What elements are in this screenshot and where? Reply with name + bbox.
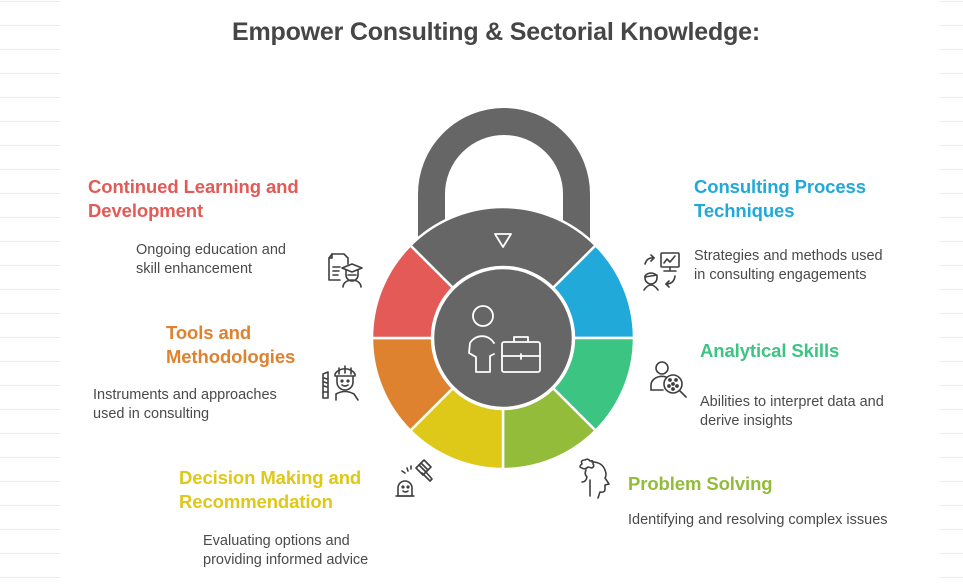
item-analytical-skills: Analytical Skills Abilities to interpret… <box>700 339 884 429</box>
item-description: Instruments and approaches used in consu… <box>93 386 277 423</box>
description-line: Strategies and methods used <box>694 248 883 264</box>
description-line: used in consulting <box>93 405 210 422</box>
heading-line: Consulting Process <box>694 176 866 197</box>
description-line: Instruments and approaches <box>93 387 277 403</box>
consultant-with-briefcase-icon <box>468 305 541 373</box>
padlock-shackle <box>418 108 590 250</box>
item-heading: Problem Solving <box>628 472 773 496</box>
heading-line: Continued Learning and <box>88 176 299 197</box>
heading-line: Methodologies <box>166 346 296 367</box>
item-tools-methodologies: Tools and Methodologies Instruments and … <box>93 321 295 422</box>
judge-gavel-icon <box>395 459 433 497</box>
heading-line: Recommendation <box>179 491 333 512</box>
item-description: Abilities to interpret data and derive i… <box>700 393 884 430</box>
right-edge-guidelines <box>939 0 963 587</box>
person-data-search-icon <box>650 361 687 398</box>
center-hub <box>431 266 575 410</box>
item-description: Strategies and methods used in consultin… <box>694 247 883 284</box>
item-description: Ongoing education and skill enhancement <box>136 241 286 278</box>
description-line: skill enhancement <box>136 260 253 277</box>
item-description: Identifying and resolving complex issues <box>628 511 888 530</box>
item-heading: Continued Learning and Development <box>88 175 299 223</box>
left-edge-guidelines <box>0 0 60 587</box>
heading-line: Problem Solving <box>628 473 773 494</box>
item-heading: Decision Making and Recommendation <box>179 466 361 514</box>
description-line: derive insights <box>700 412 793 429</box>
description-line: Ongoing education and <box>136 242 286 258</box>
item-heading: Consulting Process Techniques <box>694 175 866 223</box>
worker-with-saw-icon <box>322 365 359 401</box>
description-line: in consulting engagements <box>694 266 867 283</box>
heading-line: Techniques <box>694 200 795 221</box>
heading-line: Development <box>88 200 204 221</box>
presentation-exchange-icon <box>643 252 680 291</box>
page-title: Empower Consulting & Sectorial Knowledge… <box>232 18 760 46</box>
description-line: Identifying and resolving complex issues <box>628 512 888 528</box>
document-graduate-icon <box>328 253 363 288</box>
description-line: Evaluating options and <box>203 533 350 549</box>
item-decision-making: Decision Making and Recommendation Evalu… <box>179 466 368 568</box>
heading-line: Tools and <box>166 322 252 343</box>
description-line: providing informed advice <box>203 551 369 568</box>
item-problem-solving: Problem Solving Identifying and resolvin… <box>628 472 888 528</box>
triangle-down-icon <box>494 233 512 248</box>
item-consulting-process: Consulting Process Techniques Strategies… <box>694 175 883 283</box>
item-heading: Tools and Methodologies <box>166 321 295 369</box>
head-puzzle-icon <box>579 458 610 499</box>
heading-line: Analytical Skills <box>700 340 840 361</box>
item-description: Evaluating options and providing informe… <box>203 532 368 569</box>
item-heading: Analytical Skills <box>700 339 839 363</box>
description-line: Abilities to interpret data and <box>700 394 884 410</box>
heading-line: Decision Making and <box>179 467 362 488</box>
item-continued-learning: Continued Learning and Development Ongoi… <box>88 175 299 277</box>
